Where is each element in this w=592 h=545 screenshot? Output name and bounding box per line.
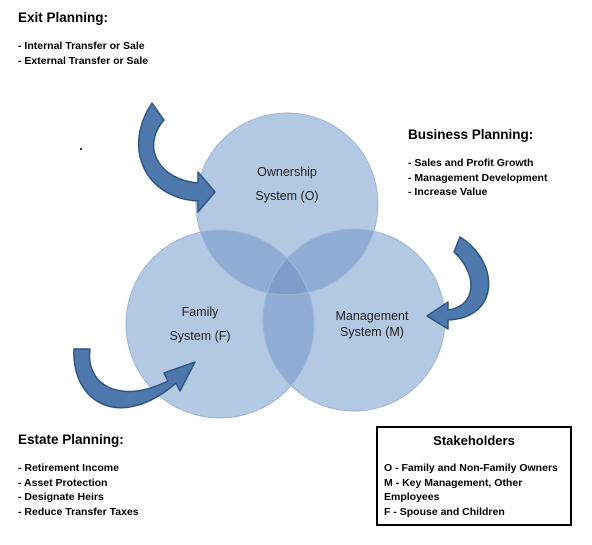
list-item: Designate Heirs: [18, 490, 139, 505]
management-label-line2: System (M): [340, 325, 404, 339]
stakeholder-line: F - Spouse and Children: [384, 505, 505, 518]
ownership-label-line1: Ownership: [257, 165, 317, 179]
stakeholder-line: O - Family and Non-Family Owners: [384, 462, 558, 474]
stakeholders-title: Stakeholders: [433, 433, 515, 448]
business-planning-title: Business Planning:: [408, 127, 534, 142]
list-item: External Transfer or Sale: [18, 54, 148, 69]
list-item: Reduce Transfer Taxes: [18, 505, 138, 520]
exit-planning-block: Exit Planning: Internal Transfer or Sale…: [18, 10, 148, 68]
curved-arrow-exit-icon: [137, 102, 216, 213]
stakeholder-line: M - Key Management, Other Employees: [384, 476, 523, 504]
list-item: Asset Protection: [18, 476, 139, 491]
overlap-ownership-management: [263, 229, 378, 295]
exit-planning-title: Exit Planning:: [18, 10, 109, 25]
list-item: Increase Value: [408, 185, 547, 200]
estate-planning-title: Estate Planning:: [18, 432, 124, 447]
stray-dot: [80, 148, 82, 150]
list-item: Management Development: [408, 171, 547, 186]
family-label-line2: System (F): [169, 329, 230, 343]
family-label-line1: Family: [182, 305, 220, 319]
ownership-label-line2: System (O): [255, 189, 318, 203]
business-planning-block: Business Planning: Sales and Profit Grow…: [408, 127, 547, 200]
list-item: Retirement Income: [18, 461, 139, 476]
exit-planning-list: Internal Transfer or Sale External Trans…: [18, 39, 148, 68]
estate-planning-block: Estate Planning: Retirement Income Asset…: [18, 432, 139, 519]
management-label-line1: Management: [336, 309, 409, 323]
stakeholders-box: Stakeholders O - Family and Non-Family O…: [376, 426, 572, 526]
curved-arrow-estate-icon: [73, 348, 196, 409]
business-planning-list: Sales and Profit Growth Management Devel…: [408, 156, 547, 200]
estate-planning-list: Retirement Income Asset Protection Desig…: [18, 461, 139, 519]
list-item: Internal Transfer or Sale: [18, 39, 148, 54]
list-item: Sales and Profit Growth: [408, 156, 547, 171]
overlap-ownership-family: [196, 230, 314, 295]
curved-arrow-business-icon: [426, 236, 490, 330]
